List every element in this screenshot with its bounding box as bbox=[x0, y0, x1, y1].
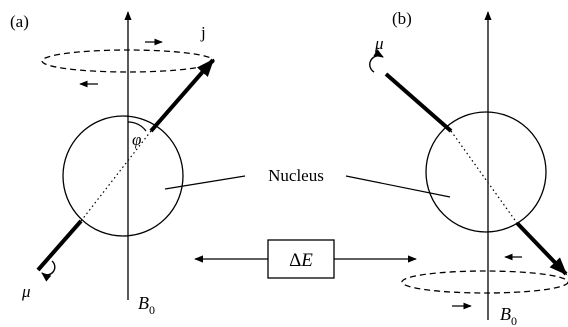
panel-b-label: (b) bbox=[392, 9, 412, 28]
nucleus-leader-left bbox=[165, 176, 245, 189]
field-label-b: B0 bbox=[500, 304, 517, 327]
panel-b: (b) μ B0 bbox=[370, 9, 568, 327]
nucleus-callout: Nucleus bbox=[165, 166, 450, 197]
panel-a: (a) φ j μ B0 bbox=[10, 12, 214, 317]
precession-ellipse-b bbox=[402, 271, 568, 293]
energy-difference: ΔE bbox=[195, 240, 416, 278]
nucleus-leader-right bbox=[346, 176, 450, 197]
spin-axis-inner-b bbox=[451, 131, 517, 223]
energy-label: ΔE bbox=[289, 250, 313, 271]
field-label-a: B0 bbox=[138, 293, 155, 317]
nucleus-label: Nucleus bbox=[268, 166, 324, 185]
moment-label-b: μ bbox=[374, 34, 384, 53]
rotation-arrow-b bbox=[370, 56, 383, 72]
spin-vector-b bbox=[517, 223, 566, 274]
nucleus-circle-b bbox=[426, 112, 546, 232]
spin-label: j bbox=[200, 23, 206, 42]
spin-axis-tail-b bbox=[386, 74, 451, 131]
spin-axis-tail-a bbox=[38, 221, 81, 270]
angle-label: φ bbox=[132, 130, 141, 149]
panel-a-label: (a) bbox=[10, 12, 29, 31]
nucleus-circle-a bbox=[63, 116, 183, 236]
moment-label-a: μ bbox=[21, 282, 31, 301]
